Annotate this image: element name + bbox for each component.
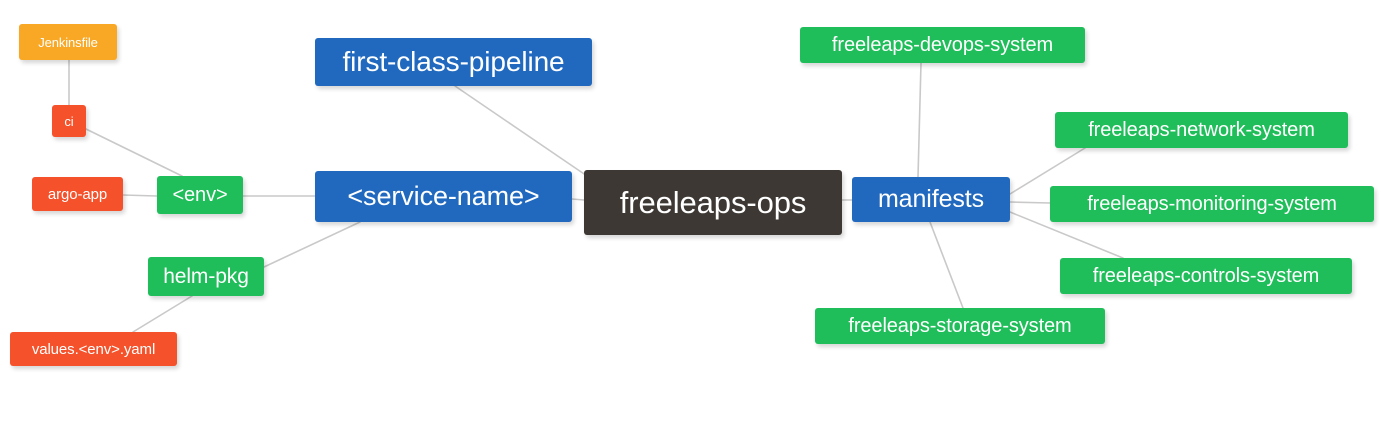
node-label-helm-pkg: helm-pkg (163, 265, 249, 288)
node-jenkinsfile[interactable]: Jenkinsfile (19, 24, 117, 60)
node-storage-system[interactable]: freeleaps-storage-system (815, 308, 1105, 344)
node-label-controls-system: freeleaps-controls-system (1092, 265, 1320, 287)
node-label-env: <env> (172, 184, 228, 206)
node-controls-system[interactable]: freeleaps-controls-system (1060, 258, 1352, 294)
node-monitoring-system[interactable]: freeleaps-monitoring-system (1050, 186, 1374, 222)
node-manifests[interactable]: manifests (852, 177, 1010, 222)
edge-service-name-to-helm-pkg (263, 221, 361, 268)
node-freeleaps-ops[interactable]: freeleaps-ops (584, 170, 842, 235)
node-values-yaml[interactable]: values.<env>.yaml (10, 332, 177, 366)
edge-env-to-argo-app (122, 194, 158, 197)
node-devops-system[interactable]: freeleaps-devops-system (800, 27, 1085, 63)
node-env[interactable]: <env> (157, 176, 243, 214)
node-label-ci: ci (64, 113, 74, 129)
node-label-jenkinsfile: Jenkinsfile (38, 34, 98, 50)
edge-manifests-to-monitoring-system (1009, 201, 1051, 204)
node-label-argo-app: argo-app (47, 185, 108, 203)
node-label-manifests: manifests (877, 185, 985, 213)
node-network-system[interactable]: freeleaps-network-system (1055, 112, 1348, 148)
edge-helm-pkg-to-values-yaml (132, 295, 193, 333)
node-ci[interactable]: ci (52, 105, 86, 137)
node-argo-app[interactable]: argo-app (32, 177, 123, 211)
edge-manifests-to-devops-system (917, 62, 922, 178)
node-helm-pkg[interactable]: helm-pkg (148, 257, 264, 296)
node-label-devops-system: freeleaps-devops-system (831, 34, 1054, 56)
edge-freeleaps-ops-to-service-name (571, 198, 585, 201)
node-label-first-class-pipeline: first-class-pipeline (342, 46, 565, 77)
edge-freeleaps-ops-to-first-class-pipeline (454, 85, 591, 179)
node-label-values-yaml: values.<env>.yaml (31, 340, 156, 358)
edge-env-to-ci (85, 128, 183, 177)
edge-manifests-to-storage-system (929, 221, 964, 309)
node-label-storage-system: freeleaps-storage-system (848, 315, 1072, 337)
node-label-freeleaps-ops: freeleaps-ops (619, 185, 807, 220)
node-label-service-name: <service-name> (347, 181, 540, 211)
node-label-monitoring-system: freeleaps-monitoring-system (1087, 193, 1337, 215)
node-first-class-pipeline[interactable]: first-class-pipeline (315, 38, 592, 86)
node-label-network-system: freeleaps-network-system (1088, 119, 1315, 141)
node-service-name[interactable]: <service-name> (315, 171, 572, 222)
